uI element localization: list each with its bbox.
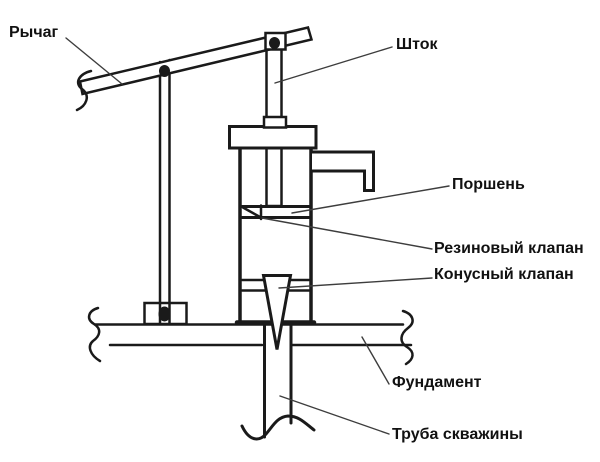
leader-rod [274, 46, 393, 84]
foundation-slab [87, 306, 414, 366]
label-foundation: Фундамент [392, 374, 482, 391]
lever [75, 26, 314, 112]
label-rod: Шток [396, 36, 438, 53]
leader-lines [65, 37, 450, 435]
cone-valve [261, 274, 293, 350]
lever-pivot-dot [159, 65, 170, 77]
label-lever: Рычаг [9, 24, 59, 41]
leader-rubber-valve [261, 217, 433, 250]
label-rubber-valve: Резиновый клапан [434, 240, 584, 257]
rod-pivot-dot [269, 37, 280, 49]
leader-foundation [361, 336, 390, 385]
pipe-break [240, 414, 316, 441]
lever-break [75, 69, 93, 112]
leader-piston [291, 185, 450, 214]
rubber-valve-flap [241, 206, 262, 219]
leader-cone-valve [278, 277, 433, 289]
label-cone-valve: Конусный клапан [434, 266, 574, 283]
cylinder-cap [228, 125, 318, 150]
well-pipe [240, 323, 316, 441]
leader-well-pipe [279, 395, 390, 435]
leader-lever [65, 37, 123, 85]
foundation-break-right [400, 309, 414, 366]
label-piston: Поршень [452, 176, 525, 193]
rod-collar [262, 115, 288, 129]
foundation-break-left [87, 306, 102, 363]
spout [310, 150, 375, 192]
label-well-pipe: Труба скважины [392, 426, 523, 443]
support-post [143, 58, 188, 326]
post-base-pivot [158, 306, 171, 322]
